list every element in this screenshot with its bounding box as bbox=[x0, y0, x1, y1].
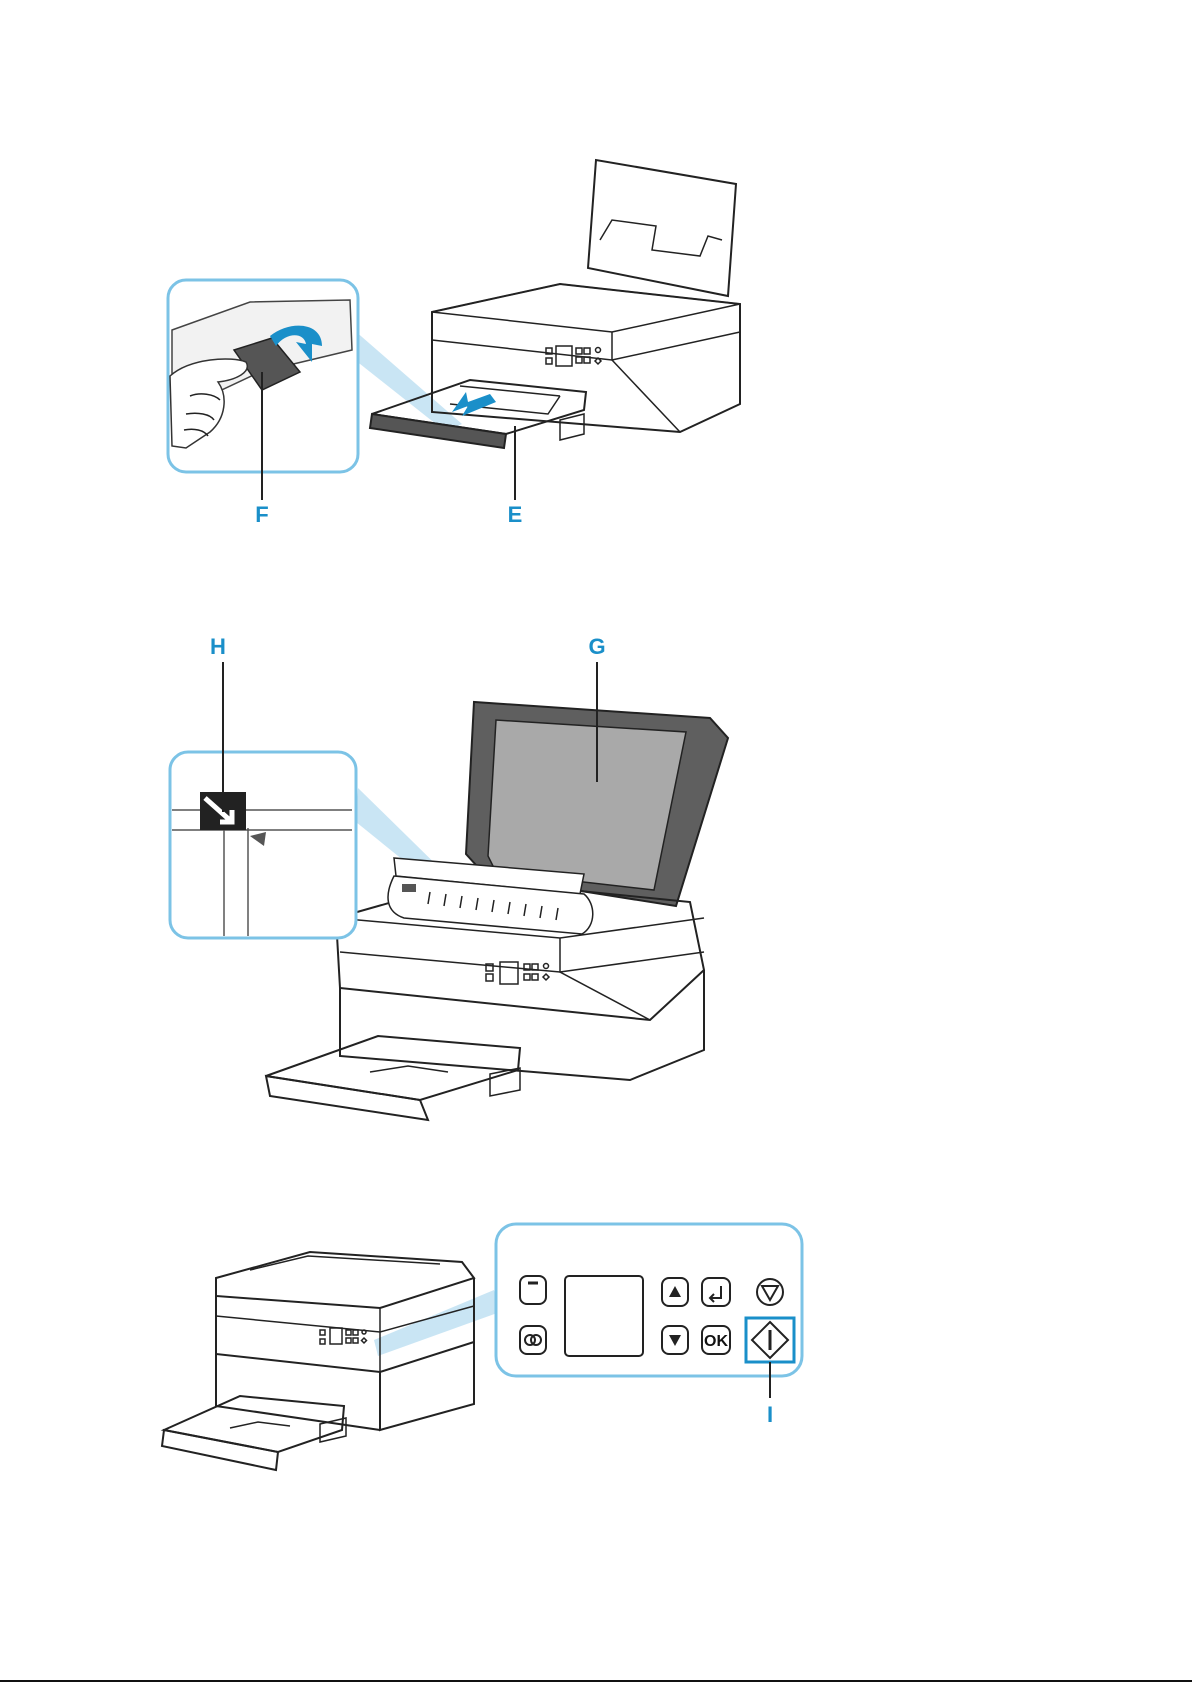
back-button bbox=[702, 1278, 730, 1306]
menu-button bbox=[520, 1276, 546, 1304]
ok-button-label: OK bbox=[704, 1333, 728, 1350]
page-bottom-rule bbox=[0, 1680, 1192, 1682]
document-cover-inner bbox=[488, 720, 686, 890]
label-f: F bbox=[255, 502, 268, 527]
figure-document-cover-platen: H G bbox=[0, 560, 1192, 1200]
stop-button bbox=[757, 1279, 783, 1305]
printer-platen-illustration: H G bbox=[0, 560, 1192, 1200]
scanner-lid bbox=[432, 284, 740, 332]
lcd-screen bbox=[565, 1276, 643, 1356]
label-h: H bbox=[210, 634, 226, 659]
paper-support bbox=[588, 160, 736, 296]
figure-paper-output-tray: F E bbox=[0, 0, 1192, 560]
label-g: G bbox=[588, 634, 605, 659]
paper-output-tray bbox=[164, 1396, 344, 1452]
callout-beam bbox=[374, 1290, 500, 1356]
operation-panel-illustration: OK I bbox=[0, 1200, 1192, 1520]
label-i: I bbox=[767, 1402, 773, 1427]
callout-beam bbox=[350, 330, 462, 432]
wireless-connect-button bbox=[520, 1326, 546, 1354]
figure-operation-panel: OK I bbox=[0, 1200, 1192, 1520]
printer-body bbox=[216, 1252, 474, 1308]
printer-body bbox=[432, 284, 740, 432]
printer-output-tray-illustration: F E bbox=[0, 0, 1192, 560]
label-e: E bbox=[508, 502, 523, 527]
pull-arrow bbox=[452, 392, 496, 416]
mini-display bbox=[500, 962, 518, 984]
mini-display bbox=[330, 1328, 342, 1344]
